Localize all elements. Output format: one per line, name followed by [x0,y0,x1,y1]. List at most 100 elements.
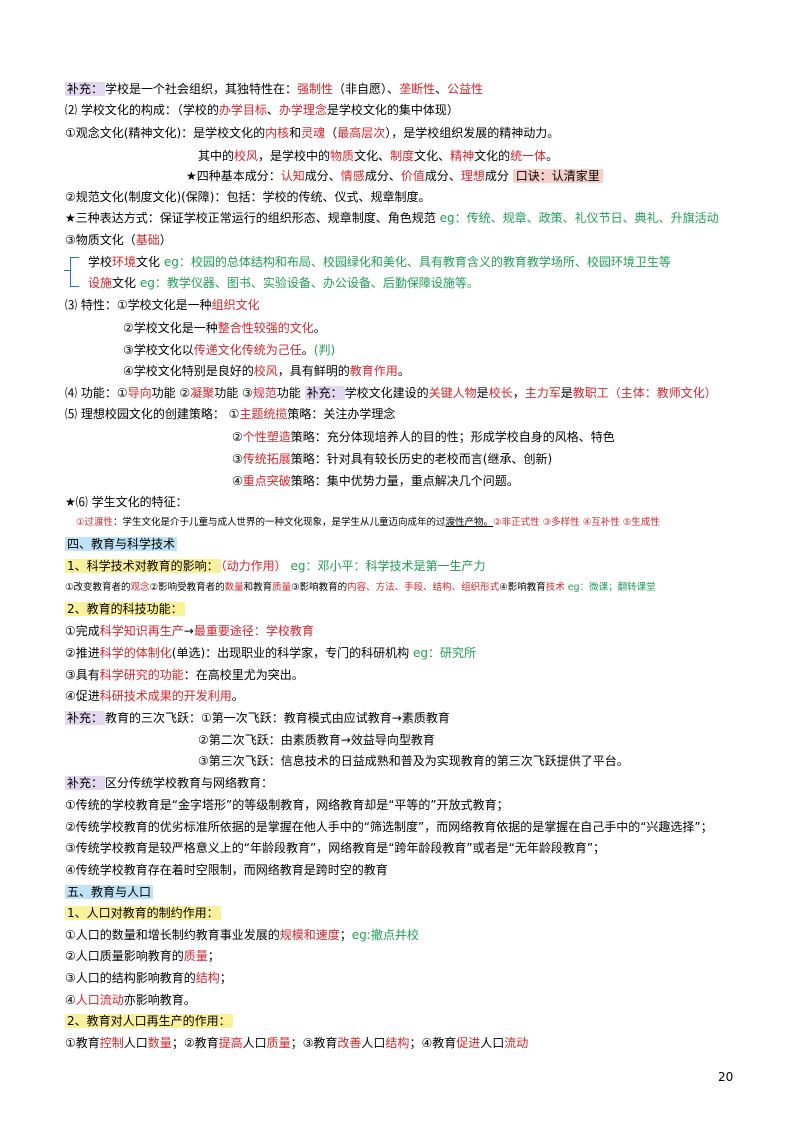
text-segment: 关键人物 [428,386,477,400]
text-segment: ④ [65,993,76,1007]
text-segment: 主力军 [524,386,561,400]
text-segment: 是 [560,386,573,400]
text-segment: ①过渡性 [76,517,114,528]
text-segment: 、 [266,103,279,117]
text-line: ③学校文化以传递文化传统为己任。(判) [123,341,335,359]
text-segment: 质量 [272,582,292,593]
text-segment: ①改变教育者的 [65,582,131,593]
text-segment: 促进 [456,1036,481,1050]
bracket-decoration [70,257,79,287]
text-segment: 观念 [130,582,150,593]
text-segment: ④传统学校教育存在着时空限制，而网络教育是跨时空的教育 [65,863,388,877]
text-line: 五、教育与人口 [65,883,154,901]
page-number: 20 [718,1070,734,1084]
text-segment: ★三种表达方式：保证学校正常运行的组织形态、规章制度、角色规范 [65,211,440,225]
text-segment: 五、教育与人口 [65,885,154,899]
text-segment: 成分 [484,169,513,183]
text-line: ⑵ 学校文化的构成：（学校的办学目标、办学理念是学校文化的集中体现） [65,101,459,119]
text-line: 补充：区分传统学校教育与网络教育： [65,774,273,792]
text-segment: ， [512,386,525,400]
text-segment: 导向 [127,386,152,400]
text-line: ④促进科研技术成果的开发利用。 [65,687,244,705]
text-segment: ④学校文化特别是良好的 [123,364,254,378]
text-segment: 结构 [195,971,220,985]
text-line: ②传统学校教育的优劣标准所依据的是掌握在他人手中的“筛选制度”，而网络教育依据的… [65,818,713,836]
text-segment: 结构 [385,1036,410,1050]
text-segment: 整合性较强的文化 [217,321,314,335]
text-segment: 控制 [99,1036,124,1050]
text-segment: 环境 [112,255,137,269]
text-segment: 教育的三次飞跃：①第一次飞跃：教育模式由应试教育→素质教育 [105,711,450,725]
text-segment: ⑵ 学校文化的构成：（学校的 [65,103,219,117]
text-line: ③物质文化（基础） [65,231,172,249]
text-segment: ②推进 [65,646,100,660]
text-segment: ③传统学校教育是较严格意义上的“年龄段教育”，网络教育是“跨年龄段教育”或者是“… [65,841,606,855]
text-segment: ； [339,928,352,942]
text-segment: eg：微课；翻转课堂 [567,582,656,593]
text-segment: ④互补性 [582,517,620,528]
text-segment: ③学校文化以 [123,343,194,357]
text-line: ④传统学校教育存在着时空限制，而网络教育是跨时空的教育 [65,861,388,879]
text-segment: ②传统学校教育的优劣标准所依据的是掌握在他人手中的“筛选制度”，而网络教育依据的… [65,820,713,834]
text-segment: ②学校文化是一种 [123,321,218,335]
text-segment: 口诀：认清家里 [512,169,603,183]
text-segment: eg：邓小平：科学技术是第一生产力 [290,559,486,573]
text-segment: 学校是一个社会组织，其独特性在： [105,82,298,96]
text-segment: ； [207,949,220,963]
text-line: ②人口质量影响教育的质量； [65,947,220,965]
text-segment: ② [232,430,243,444]
text-segment: 文化 [136,255,164,269]
text-segment: ②人口质量影响教育的 [65,949,184,963]
text-line: ④重点突破策略：集中优势力量，重点解决几个问题。 [232,472,519,490]
text-segment: ①观念文化(精神文化)：是学校文化的 [65,126,266,140]
text-segment: 1、科学技术对教育的影响： [65,559,221,573]
text-segment: ，具有鲜明的 [277,364,350,378]
text-segment: 。 [231,689,244,703]
text-line: ④人口流动亦影响教育。 [65,991,196,1009]
text-segment: 科学知识再生产 [99,624,184,638]
text-segment: 改善 [337,1036,362,1050]
text-segment: 灵魂 [301,126,326,140]
text-line: ②个性塑造策略：充分体现培养人的目的性；形成学校自身的风格、特色 [232,428,615,446]
text-line: 2、教育的科技功能： [65,600,185,618]
text-segment: 情感 [340,169,365,183]
text-line: ③人口的结构影响教育的结构； [65,969,232,987]
text-segment: 补充： [65,82,106,96]
text-segment: ①传统的学校教育是“金字塔形”的等级制教育，网络教育却是“平等的”开放式教育； [65,798,509,812]
text-segment: 1、人口对教育的制约作用： [65,906,221,920]
text-segment: ②规范文化(制度文化)(保障)：包括：学校的传统、仪式、规章制度。 [65,190,431,204]
text-segment: 人口 [242,1036,267,1050]
text-segment: → [183,624,194,638]
text-segment: 精神 [450,149,475,163]
text-segment: 文化、 [414,149,451,163]
text-segment: 校风 [253,364,278,378]
text-segment: ，是学校中的 [258,149,331,163]
text-line: 1、科学技术对教育的影响：（动力作用） eg：邓小平：科学技术是第一生产力 [65,557,486,575]
text-segment: 。 [397,364,410,378]
text-line: ②推进科学的体制化(单选)：出现职业的科学家，专门的科研机构 eg：研究所 [65,644,476,662]
text-segment: 提高 [218,1036,243,1050]
text-segment: ③第三次飞跃：信息技术的日益成熟和普及为实现教育的第三次飞跃提供了平台。 [198,754,629,768]
text-segment: 流动 [504,1036,529,1050]
text-segment: ★⑹ 学生文化的特征： [65,495,188,509]
text-segment: (判) [313,343,336,357]
text-line: 2、教育对人口再生产的作用： [65,1012,233,1030]
text-segment: ③多样性 [542,517,580,528]
text-line: ①传统的学校教育是“金字塔形”的等级制教育，网络教育却是“平等的”开放式教育； [65,796,509,814]
text-segment: ①完成 [65,624,100,638]
text-segment: 校风 [234,149,259,163]
text-line: ③第三次飞跃：信息技术的日益成熟和普及为实现教育的第三次飞跃提供了平台。 [198,752,629,770]
text-line: ★四种基本成分：认知成分、情感成分、价值成分、理想成分 口诀：认清家里 [186,167,603,185]
text-segment: 和教育 [243,582,273,593]
text-line: ★三种表达方式：保证学校正常运行的组织形态、规章制度、角色规范 eg：传统、规章… [65,209,719,227]
text-segment: ③人口的结构影响教育的 [65,971,196,985]
text-segment: 内容、方法、手段、结构、组织形式 [347,582,500,593]
text-segment: 人口流动 [75,993,124,1007]
text-segment: ；③教育 [290,1036,338,1050]
text-segment: 人口 [361,1036,386,1050]
text-segment: 设施 [88,276,113,290]
text-segment: 渡性产物。 [445,517,494,528]
text-segment: 其中的 [198,149,235,163]
text-segment: ①人口的数量和增长制约教育事业发展的 [65,928,280,942]
text-segment: 基础 [135,233,160,247]
